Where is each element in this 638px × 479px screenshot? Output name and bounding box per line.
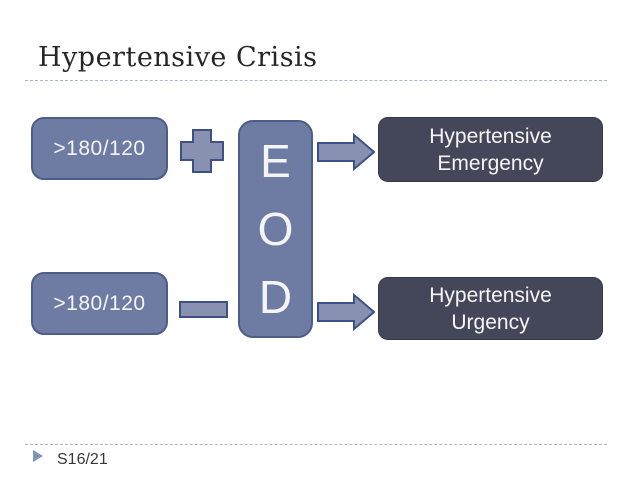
bp-input-box-bottom: >180/120 bbox=[31, 272, 168, 335]
title-divider bbox=[25, 80, 607, 81]
bp-value-bottom: >180/120 bbox=[53, 291, 146, 315]
minus-icon bbox=[179, 301, 228, 318]
slide-number: S16/21 bbox=[57, 451, 108, 468]
arrow-right-icon bbox=[317, 133, 375, 171]
eod-box: E O D bbox=[238, 120, 313, 338]
result-box-urgency: Hypertensive Urgency bbox=[378, 277, 603, 340]
result-box-emergency: Hypertensive Emergency bbox=[378, 117, 603, 182]
bp-value-top: >180/120 bbox=[53, 136, 146, 160]
result-label-line: Hypertensive bbox=[429, 283, 552, 307]
eod-letter: D bbox=[258, 271, 293, 323]
result-label-line: Emergency bbox=[437, 151, 544, 175]
bp-input-box-top: >180/120 bbox=[31, 117, 168, 180]
eod-letter: O bbox=[257, 203, 294, 255]
result-label-line: Hypertensive bbox=[429, 124, 552, 148]
footer-divider bbox=[25, 444, 607, 445]
plus-icon bbox=[180, 129, 224, 173]
arrow-right-icon bbox=[317, 293, 375, 331]
play-icon bbox=[33, 450, 43, 462]
result-label-line: Urgency bbox=[451, 310, 530, 334]
eod-letter: E bbox=[260, 135, 291, 187]
slide-title: Hypertensive Crisis bbox=[38, 42, 318, 73]
